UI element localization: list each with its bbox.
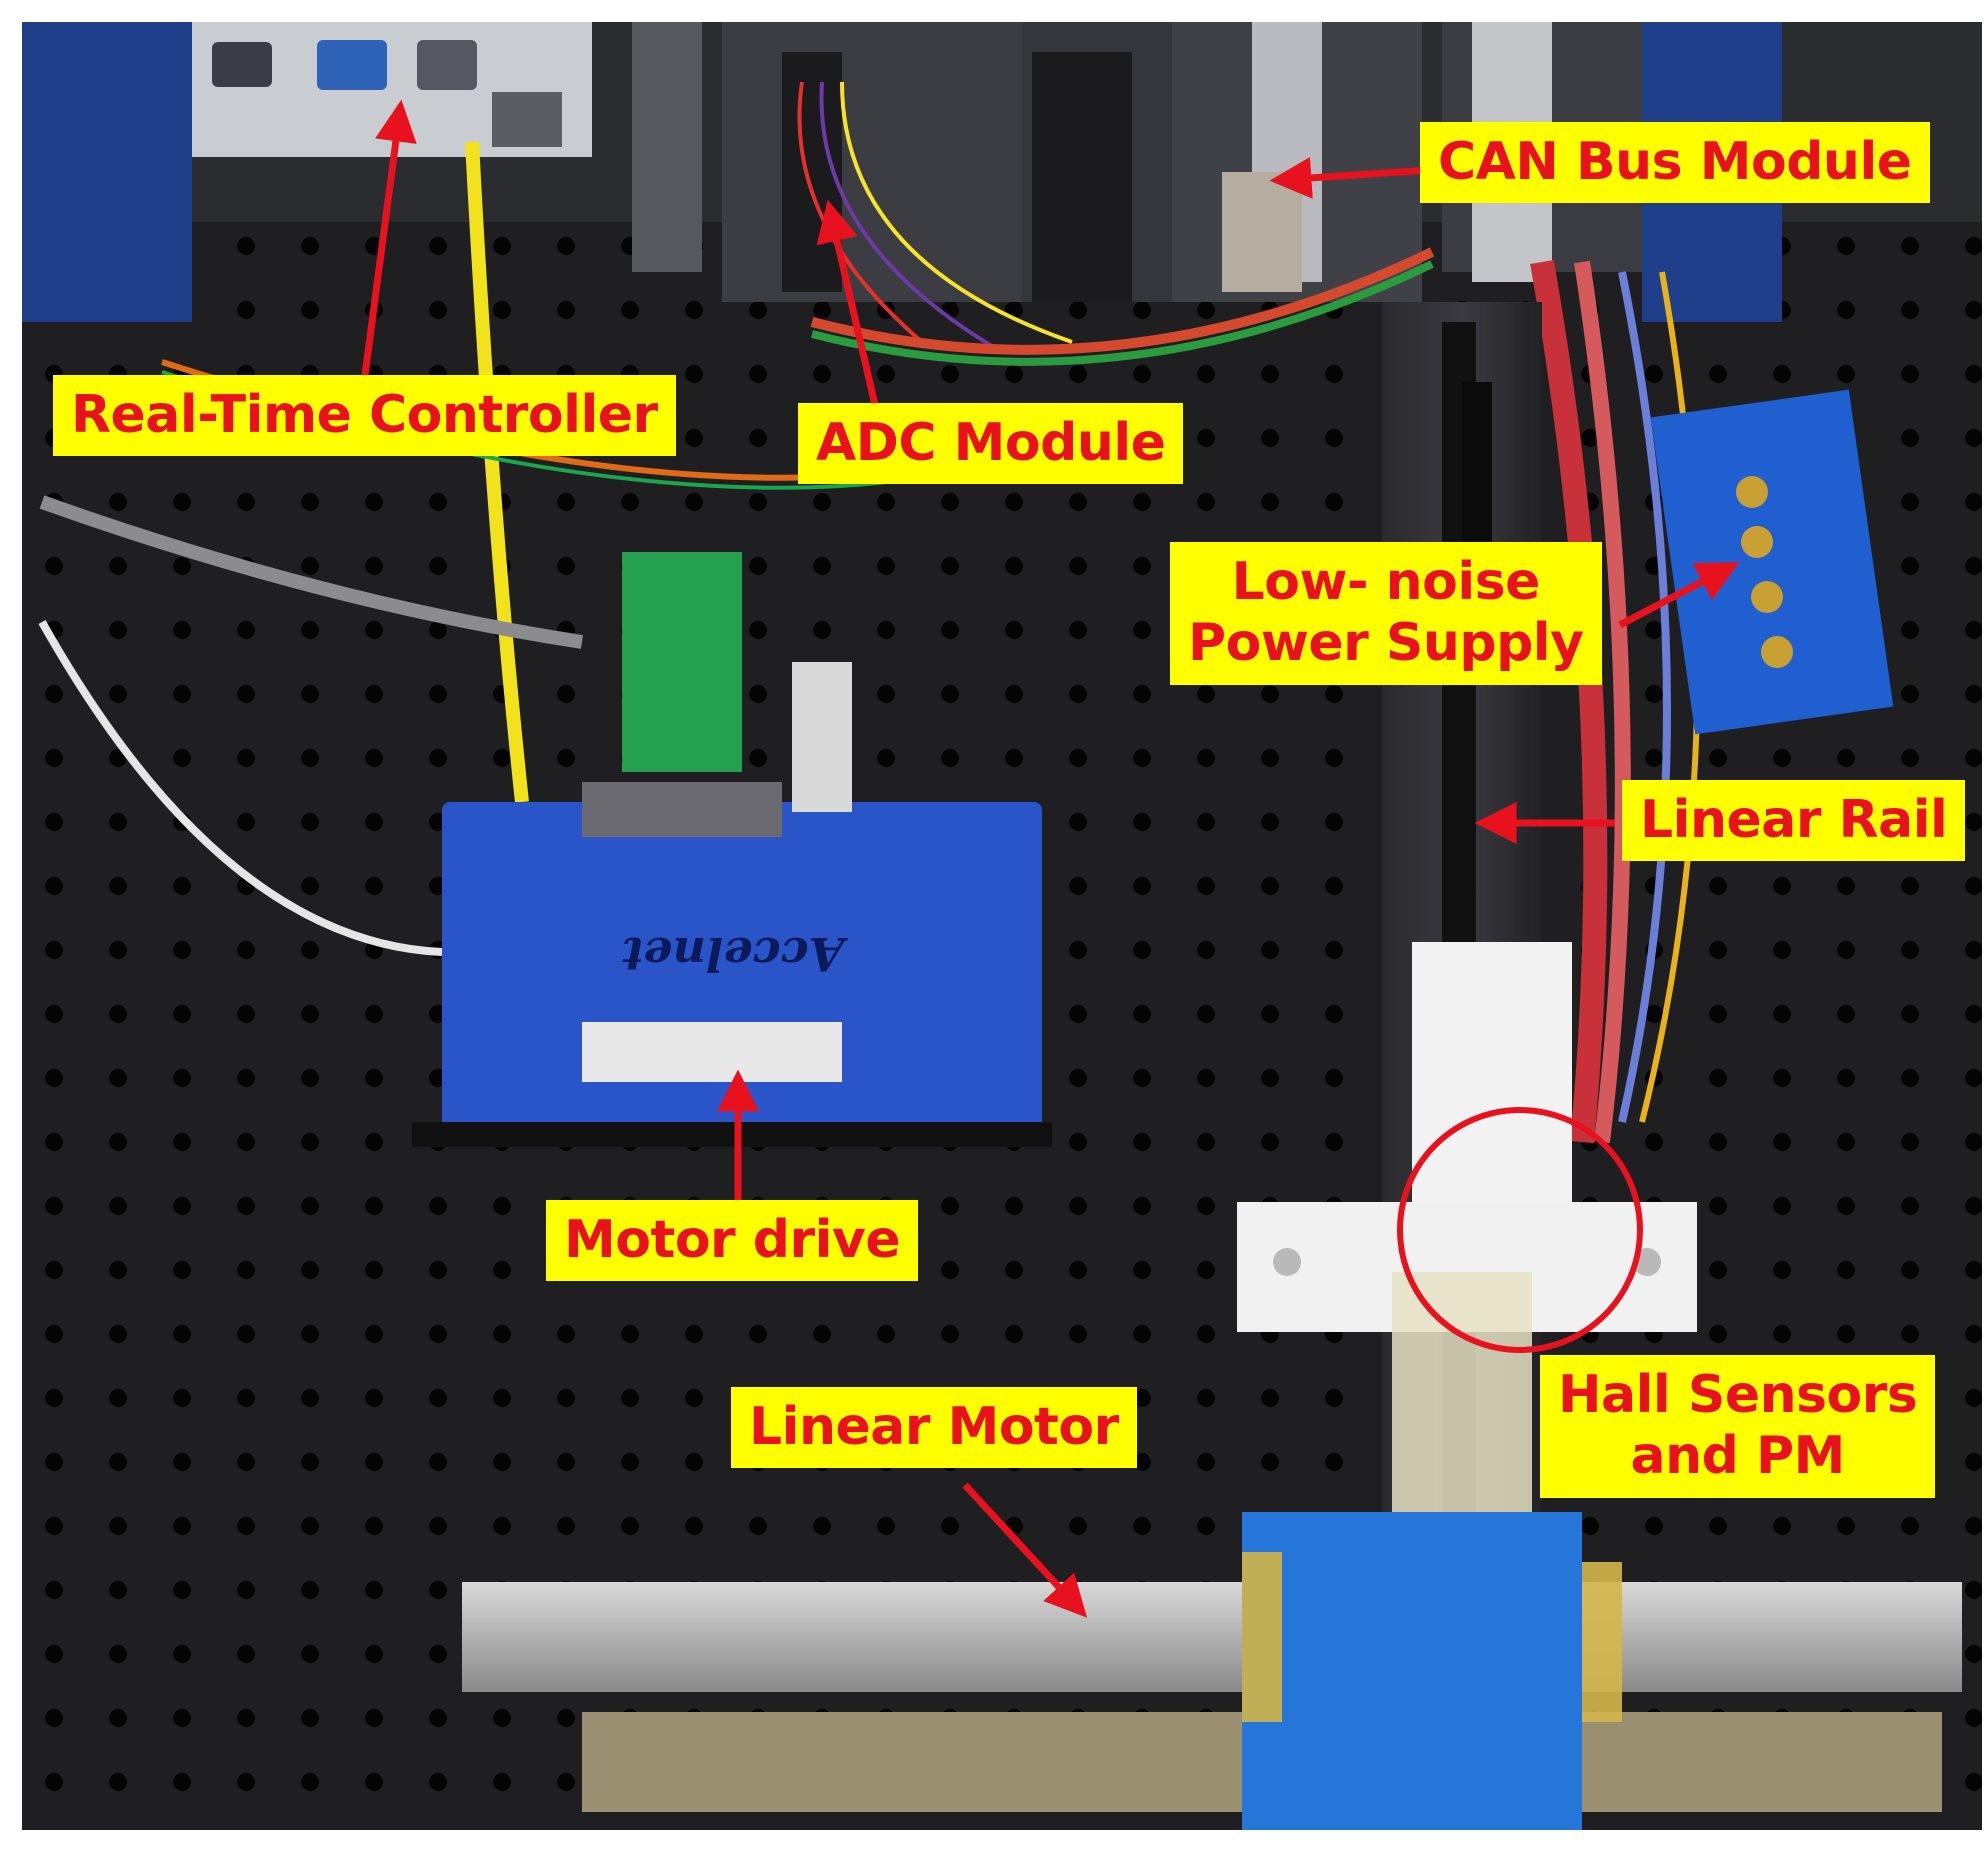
label-adc-module: ADC Module	[798, 403, 1184, 485]
label-linear-rail: Linear Rail	[1622, 780, 1966, 862]
label-motor-drive: Motor drive	[546, 1200, 919, 1282]
adc-module-unit	[722, 22, 1022, 302]
photo-frame: Accelnet	[22, 22, 1982, 1830]
label-linear-motor: Linear Motor	[731, 1387, 1137, 1469]
linear-motor-rail	[462, 1582, 1962, 1692]
label-low-noise-line1: Low- noise	[1231, 552, 1541, 612]
label-power-supply-line2: Power Supply	[1188, 613, 1584, 674]
label-low-noise-power-supply: Low- noise Power Supply	[1170, 542, 1602, 685]
power-supply-unit	[1650, 389, 1894, 735]
label-can-bus-module: CAN Bus Module	[1420, 122, 1930, 204]
label-hall-sensors-line2: and PM	[1630, 1426, 1846, 1487]
label-real-time-controller: Real-Time Controller	[53, 375, 676, 457]
label-hall-sensors-line1: Hall Sensors	[1558, 1365, 1918, 1425]
drive-brand-text: Accelnet	[622, 927, 845, 981]
lab-setup-photo	[22, 22, 1982, 1830]
label-hall-sensors: Hall Sensors and PM	[1540, 1355, 1936, 1498]
